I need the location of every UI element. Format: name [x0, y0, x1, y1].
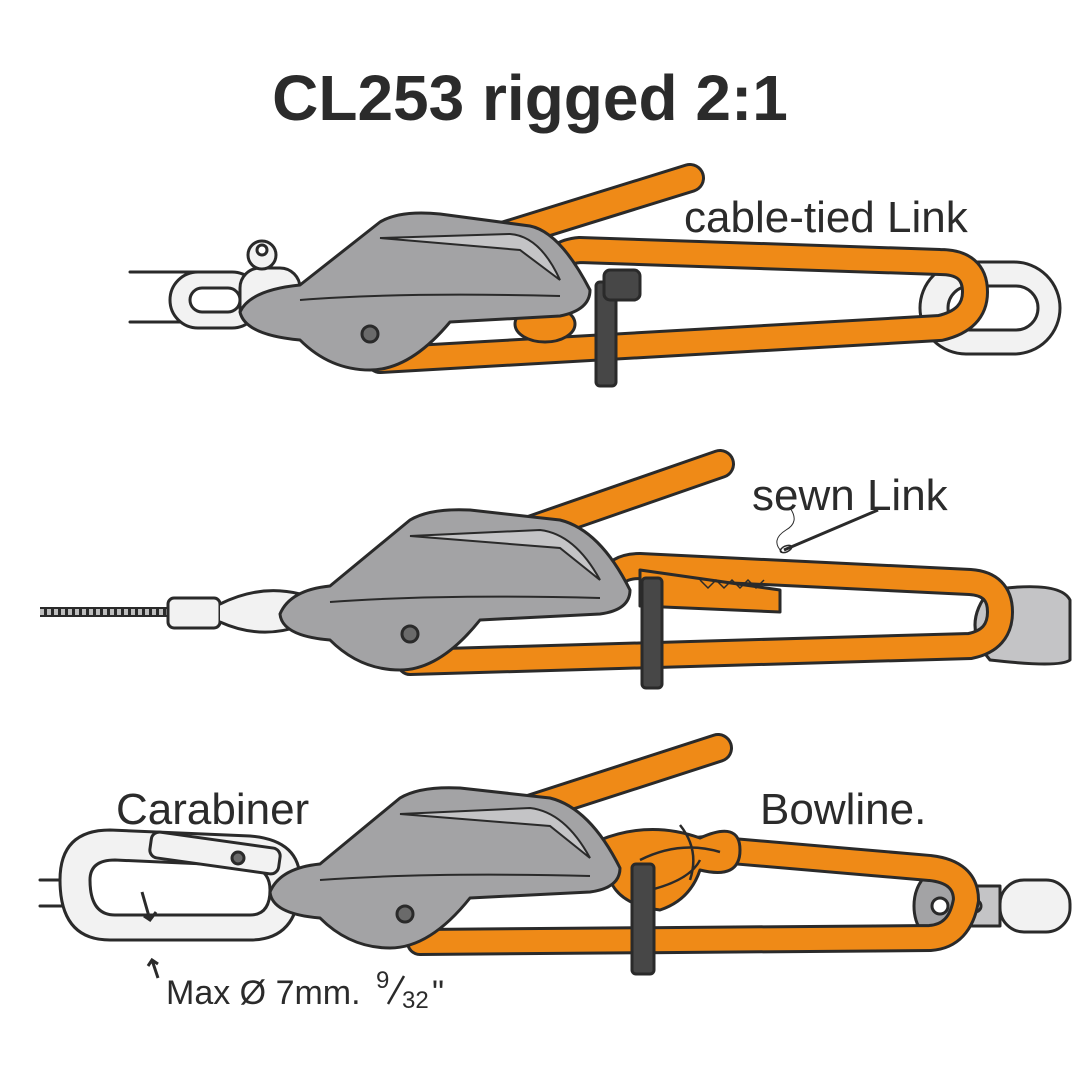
- stitching: [699, 578, 765, 590]
- needle-icon: [783, 508, 879, 552]
- sewn-overlap: [638, 568, 782, 614]
- thread: [776, 507, 795, 553]
- label-bowline: Bowline.: [760, 785, 926, 834]
- measure-arrow-icon: [140, 891, 158, 923]
- panel-carabiner-bowline: Carabiner Bowline. Max Ø 7mm. 9 32 ": [38, 733, 1072, 1014]
- cam-cleat: [268, 786, 622, 950]
- diagram-title: CL253 rigged 2:1: [272, 62, 788, 134]
- cable-tie: [630, 862, 656, 976]
- max-diameter-note: Max Ø 7mm.: [166, 974, 361, 1012]
- panel-cable-tied-link: cable-tied Link: [128, 163, 1062, 388]
- inch-mark: ": [432, 974, 444, 1012]
- cable-tie: [640, 576, 664, 690]
- carabiner-gate: [148, 830, 282, 876]
- label-carabiner: Carabiner: [116, 785, 309, 834]
- fraction-numerator: 9: [376, 967, 389, 994]
- fraction-denominator: 32: [402, 987, 429, 1014]
- label-sewn-link: sewn Link: [752, 471, 949, 520]
- label-cable-tied-link: cable-tied Link: [684, 193, 969, 242]
- crimp-sleeve: [166, 596, 222, 630]
- pointer-arrow-icon: [146, 957, 160, 979]
- cam-cleat: [278, 508, 632, 672]
- carabiner: [58, 828, 302, 942]
- panel-sewn-link: sewn Link: [40, 449, 1072, 690]
- fraction-slash: [386, 975, 406, 1005]
- cam-cleat: [238, 211, 592, 372]
